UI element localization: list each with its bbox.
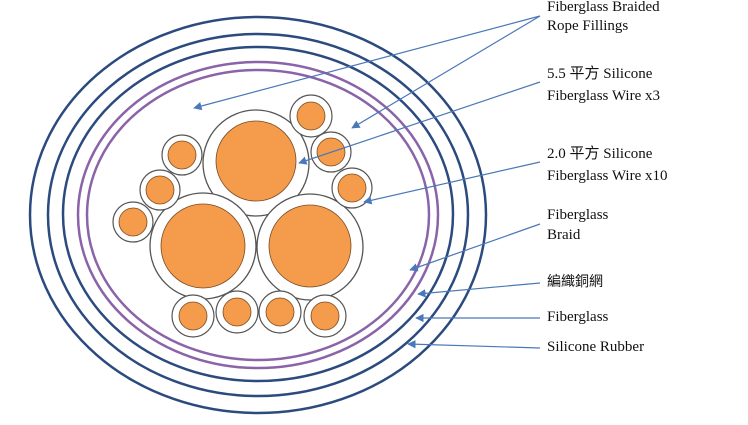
fiberglass-braid-inner-ring bbox=[85, 68, 431, 362]
label-wire-5-5-line1: 5.5 平方 Silicone bbox=[547, 66, 653, 82]
label-copper-mesh: 編織銅網 bbox=[547, 274, 603, 290]
silicone-rubber-outer-ring bbox=[28, 15, 488, 415]
large-conductor bbox=[202, 109, 310, 217]
leader-wire-5-5 bbox=[298, 81, 541, 165]
label-wire-2-0-line1: 2.0 平方 Silicone bbox=[547, 146, 653, 162]
label-wire-2-0-line2: Fiberglass Wire x10 bbox=[547, 168, 668, 184]
leader-rope-fillings-a bbox=[193, 15, 541, 111]
leader-fiberglass-braid bbox=[409, 223, 541, 272]
leader-silicone-rubber bbox=[407, 340, 541, 349]
leader-wire-2-0 bbox=[363, 161, 541, 205]
small-conductor bbox=[331, 167, 373, 209]
small-conductor bbox=[139, 169, 181, 211]
leader-copper-mesh bbox=[417, 282, 541, 298]
label-fiberglass-braid-line1: Fiberglass bbox=[547, 207, 609, 223]
label-silicone-rubber: Silicone Rubber bbox=[547, 339, 645, 355]
small-conductor bbox=[303, 294, 347, 338]
leader-rope-fillings-b bbox=[351, 15, 541, 129]
small-conductor bbox=[161, 134, 203, 176]
small-conductor bbox=[289, 94, 333, 138]
label-fiberglass: Fiberglass bbox=[547, 309, 609, 325]
small-conductor bbox=[258, 290, 302, 334]
small-conductor bbox=[171, 294, 215, 338]
label-fiberglass-braid-line2: Braid bbox=[547, 227, 581, 243]
label-rope-fillings-line2: Rope Fillings bbox=[547, 18, 629, 34]
fiberglass-ring bbox=[46, 32, 470, 398]
small-conductor bbox=[215, 290, 259, 334]
large-conductor bbox=[149, 192, 257, 300]
label-wire-5-5-line2: Fiberglass Wire x3 bbox=[547, 88, 660, 104]
copper-mesh-ring bbox=[61, 45, 455, 383]
large-conductor bbox=[256, 193, 364, 301]
small-conductor bbox=[112, 201, 154, 243]
fiberglass-braid-outer-ring bbox=[76, 60, 440, 370]
label-rope-fillings-line1: Fiberglass Braided bbox=[547, 0, 660, 15]
